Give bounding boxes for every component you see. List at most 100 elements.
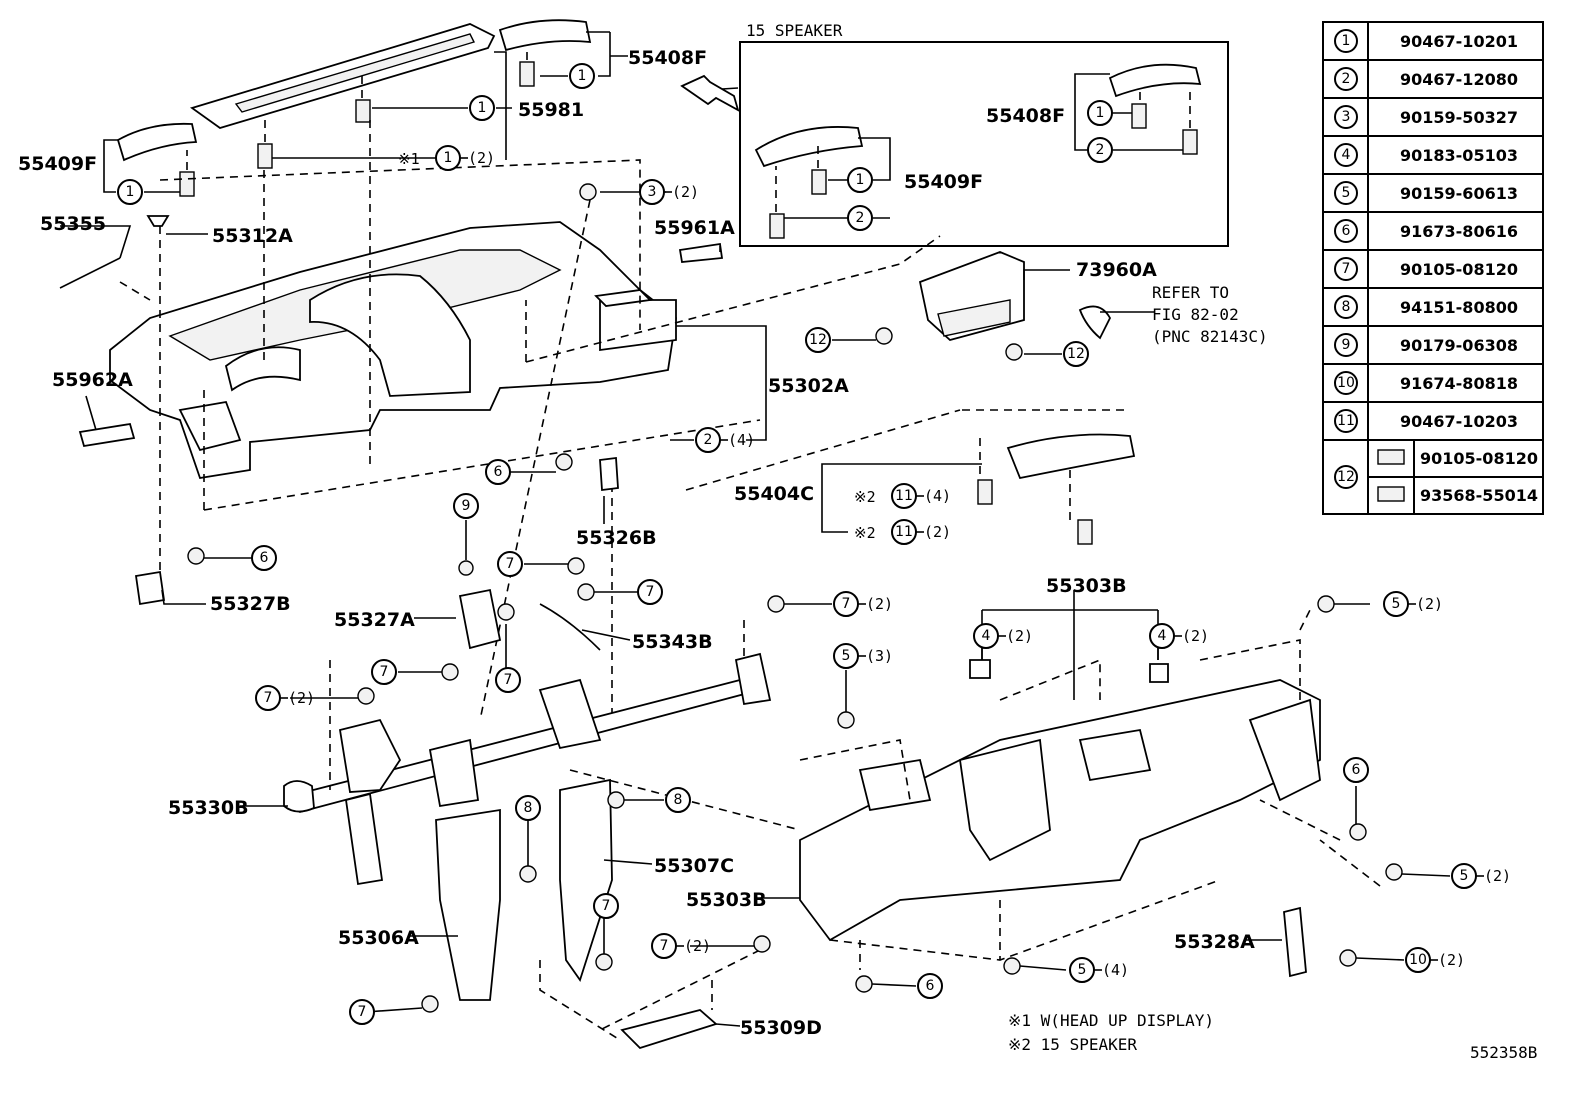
speaker-box-title: 15 SPEAKER — [746, 21, 843, 40]
label-55343b: 55343B — [632, 631, 713, 653]
callout-number: 3 — [648, 184, 657, 200]
label-55306a: 55306A — [338, 927, 419, 949]
callout-number: 7 — [506, 556, 515, 572]
ref-number: 8 — [1342, 299, 1351, 315]
callout-quantity: (2) — [1416, 595, 1443, 613]
ref-number-icon — [1334, 409, 1358, 433]
part-number: 91674-80818 — [1400, 374, 1518, 393]
bracket-55327b — [134, 570, 166, 606]
callout-c7d: 7 — [371, 659, 397, 685]
callout-c3: 3(2) — [639, 179, 699, 205]
callout-c7g: 7 — [593, 893, 619, 919]
label-55302a: 55302A — [768, 375, 849, 397]
leader-lines — [60, 31, 1451, 1027]
part-number: 91673-80616 — [1400, 222, 1518, 241]
callout-c12b: 12 — [1063, 341, 1089, 367]
refer-line-3: (PNC 82143C) — [1152, 327, 1268, 346]
callout-c4b: 4(2) — [1149, 623, 1209, 649]
label-55404c: 55404C — [734, 483, 814, 505]
callout-c2box1: 2 — [1087, 137, 1113, 163]
callout-circle-icon — [593, 893, 619, 919]
ref-number-icon — [1334, 181, 1358, 205]
bracket-55326b — [599, 456, 619, 492]
callout-c7f: 7 — [495, 667, 521, 693]
ref-number-icon — [1334, 219, 1358, 243]
part-number: 90159-50327 — [1400, 108, 1518, 127]
callout-c7b: 7 — [637, 579, 663, 605]
callout-c10: 10(2) — [1405, 947, 1465, 973]
label-55408f-top: 55408F — [628, 47, 707, 69]
ref-number-icon — [1334, 143, 1358, 167]
ref-number: 12 — [1337, 469, 1355, 485]
callout-mark: ※2 — [854, 524, 876, 542]
callout-c1box2: 1 — [847, 167, 873, 193]
callout-c4a: 4(2) — [973, 623, 1033, 649]
part-number: 93568-55014 — [1420, 486, 1538, 505]
label-55409f-box: 55409F — [904, 171, 983, 193]
bracket-55328a — [1283, 906, 1307, 978]
bolt-icon — [875, 327, 893, 345]
bolt-icon — [1339, 949, 1357, 967]
callout-c7c: 7(2) — [255, 685, 315, 711]
speaker-inset-box: 15 SPEAKER — [739, 21, 1229, 247]
callout-quantity: (2) — [1484, 867, 1511, 885]
callout-number: 2 — [856, 210, 865, 226]
direction-arrow-icon — [680, 74, 740, 112]
callout-circle-icon — [453, 493, 479, 519]
bolt-icon — [595, 953, 613, 971]
callout-number: 1 — [444, 150, 453, 166]
callout-c8b: 8 — [665, 787, 691, 813]
callout-number: 7 — [646, 584, 655, 600]
callout-circle-icon — [1343, 757, 1369, 783]
callout-number: 7 — [504, 672, 513, 688]
callout-circle-icon — [569, 63, 595, 89]
bolt-icon — [855, 975, 873, 993]
callout-circle-icon — [665, 787, 691, 813]
label-55327b: 55327B — [210, 593, 291, 615]
label-73960a: 73960A — [1076, 259, 1157, 281]
callout-number: 4 — [982, 628, 991, 644]
callout-number: 1 — [478, 100, 487, 116]
ref-number-icon — [1334, 105, 1358, 129]
callout-circle-icon — [1087, 100, 1113, 126]
part-number: 90105-08120 — [1400, 260, 1518, 279]
callout-c5c: 5 (2) — [1451, 863, 1511, 889]
part-number: 90467-12080 — [1400, 70, 1518, 89]
callout-number: 6 — [494, 464, 503, 480]
callout-number: 2 — [1096, 142, 1105, 158]
callout-c9: 9 — [453, 493, 479, 519]
callout-c11a: ※2 11 (4) — [854, 483, 951, 509]
callout-quantity: (4) — [924, 487, 951, 505]
callout-number: 5 — [1460, 868, 1469, 884]
ref-number: 4 — [1342, 147, 1351, 163]
vent-55961a — [678, 242, 724, 263]
callout-number: 7 — [380, 664, 389, 680]
callout-c1box1: 1 — [1087, 100, 1113, 126]
ref-number: 11 — [1337, 413, 1355, 429]
nut-icon — [458, 560, 474, 576]
callout-number: 2 — [704, 432, 713, 448]
label-55303b-top: 55303B — [1046, 575, 1127, 597]
label-55409f-left: 55409F — [18, 153, 97, 175]
label-55312a: 55312A — [212, 225, 293, 247]
callout-quantity: (4) — [728, 431, 755, 449]
callout-mark: ※2 — [854, 488, 876, 506]
label-55961a: 55961A — [654, 217, 735, 239]
callout-number: 9 — [462, 498, 471, 514]
nut-icon — [519, 865, 537, 883]
callout-c5d: 5(4) — [1069, 957, 1129, 983]
callout-number: 11 — [895, 488, 913, 504]
label-55307c: 55307C — [654, 855, 734, 877]
callout-c7a: 7 — [497, 551, 523, 577]
label-55355: 55355 — [40, 213, 106, 235]
bolt-icon — [1005, 343, 1023, 361]
callout-c2box2: 2 — [847, 205, 873, 231]
bolt-icon — [1377, 486, 1405, 502]
label-55326b: 55326B — [576, 527, 657, 549]
